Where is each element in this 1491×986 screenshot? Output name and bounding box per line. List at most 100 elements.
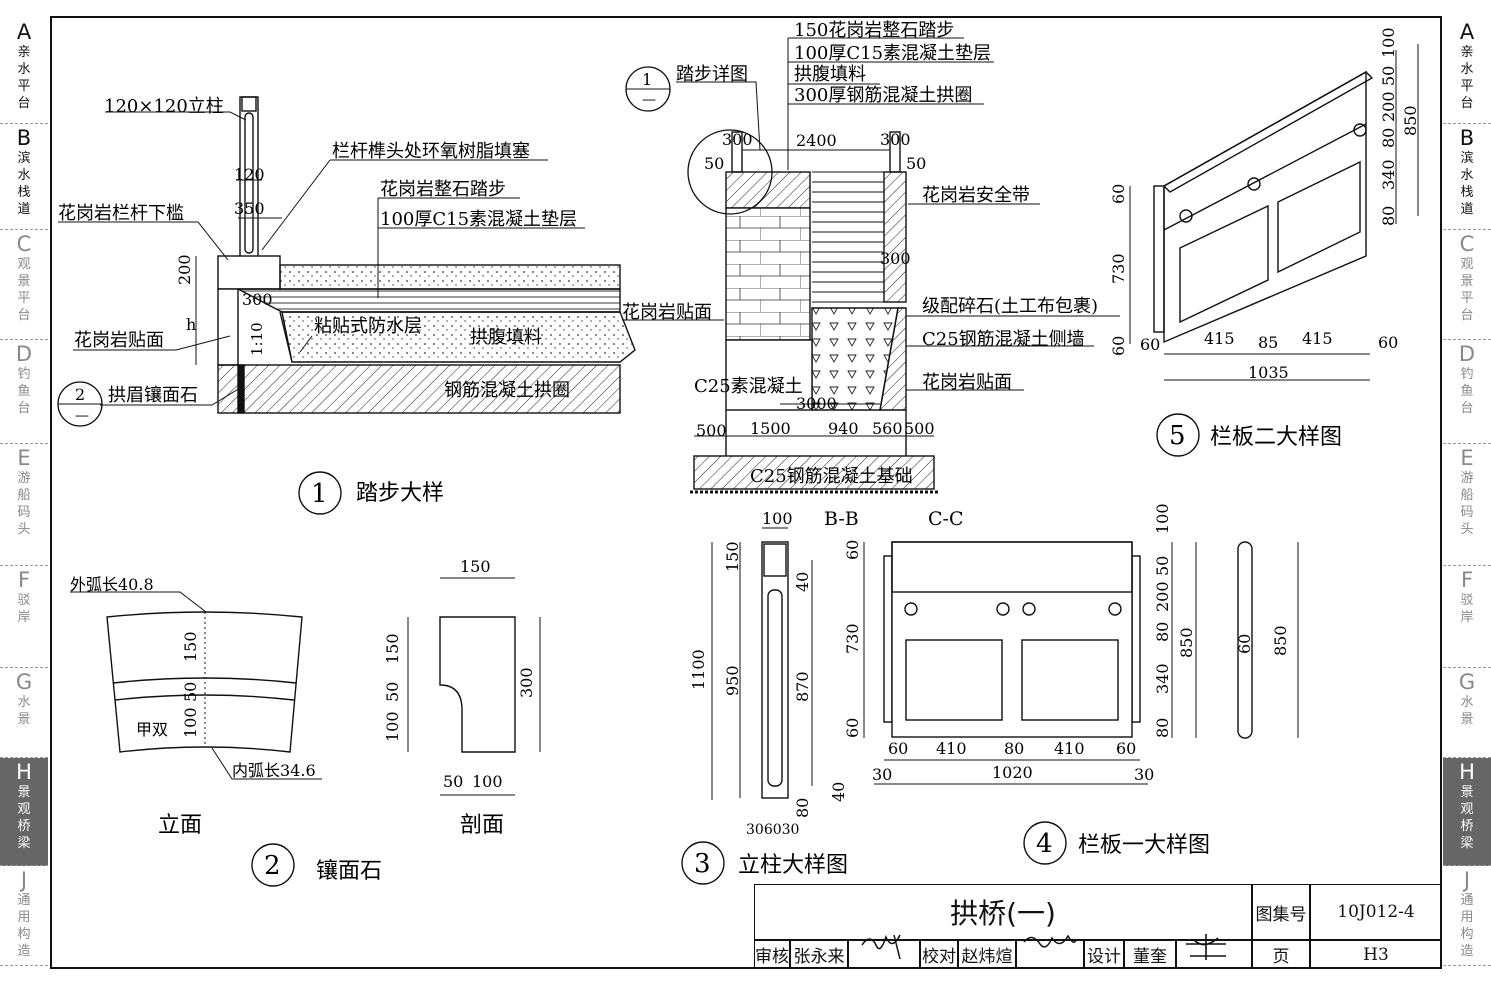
d1-dim-h: h (186, 315, 196, 334)
d2-dim-w150: 150 (460, 557, 491, 576)
tab-label: 景观桥梁 (1460, 785, 1474, 851)
d1-dim-300: 300 (242, 290, 273, 309)
d3-dim-1100: 1100 (689, 649, 708, 690)
detail4-panel-drawing (863, 541, 1299, 785)
d3-dim-870: 870 (793, 671, 812, 702)
tab-label: 游船码头 (17, 471, 31, 537)
tab-letter: B (1459, 126, 1475, 150)
d4-dim-w60a: 60 (888, 739, 908, 758)
bs-section-bb: B-B (824, 508, 859, 530)
bs-label-safety: 花岗岩安全带 (922, 185, 1030, 206)
d1-label-rail-sill: 花岗岩栏杆下槛 (58, 203, 184, 224)
tab-letter: A (16, 20, 32, 44)
tab-label: 通用构造 (17, 893, 31, 959)
d1-ref-sub: — (75, 408, 89, 424)
d3-dim-100: 100 (762, 509, 793, 528)
d5-dim-730: 730 (1109, 253, 1128, 284)
d4-number-circle (1023, 821, 1067, 865)
atlas-number: 10J012-4 (1310, 884, 1442, 940)
d2-number-circle (251, 843, 295, 887)
d4-dim-w80: 80 (1004, 739, 1024, 758)
d4-dim-w30a: 30 (872, 765, 892, 784)
bs-dim-500b: 500 (904, 419, 935, 438)
d1-label-veneer: 花岗岩贴面 (74, 330, 164, 351)
bs-dim-2400: 2400 (796, 131, 837, 150)
d4-dim-w60b: 60 (1116, 739, 1136, 758)
d5-dim-w1035: 1035 (1248, 363, 1289, 382)
bs-ref-label: 踏步详图 (676, 64, 748, 85)
tab-letter: F (1460, 568, 1474, 592)
d2-sect-50: 50 (383, 682, 402, 702)
bs-dim-50a: 50 (704, 154, 724, 173)
d4-dim-s850: 850 (1271, 625, 1290, 656)
designer-signature (1186, 934, 1226, 960)
designer-signature-cell (1176, 940, 1252, 969)
bs-label-cushion: 100厚C15素混凝土垫层 (794, 43, 991, 64)
d2-outer-arc: 外弧长40.8 (70, 575, 154, 594)
d5-dim-w60b: 60 (1378, 333, 1398, 352)
d1-title: 踏步大样 (356, 481, 444, 506)
tab-letter: A (1459, 20, 1475, 44)
d5-dim-60b: 60 (1109, 336, 1128, 356)
detail3-post-drawing (711, 527, 813, 800)
d1-label-epoxy: 栏杆榫头处环氧树脂填塞 (332, 141, 530, 162)
d1-ref-number: 2 (75, 385, 85, 404)
tab-letter: B (16, 126, 32, 150)
d1-dim-slope: 1:10 (248, 322, 266, 356)
d4-dim-r100: 100 (1153, 503, 1172, 534)
d5-dim-r850: 850 (1401, 105, 1420, 136)
d5-dim-w60a: 60 (1140, 335, 1160, 354)
d2-section-label: 剖面 (460, 813, 504, 838)
title-block: 拱桥(一) 图集号 10J012-4 审核 张永来 校对 赵炜煊 设计 董奎 页… (754, 884, 1442, 969)
d5-dim-60: 60 (1109, 184, 1128, 204)
tab-label: 水景 (1460, 695, 1474, 727)
d2-number: 2 (264, 851, 281, 881)
detail1-step-drawing (57, 96, 636, 427)
bridge-section-drawing (622, 37, 1120, 494)
d2-mark: 甲双 (136, 720, 168, 739)
d4-title: 栏板一大样图 (1078, 833, 1210, 858)
tab-letter: J (1463, 868, 1471, 892)
bs-dim-560: 560 (872, 419, 903, 438)
bs-label-gravel: 级配碎石(土工布包裹) (922, 296, 1098, 317)
d4-dim-r340: 340 (1153, 663, 1172, 694)
bs-dim-50b: 50 (906, 154, 926, 173)
tab-letter: C (16, 232, 32, 256)
d5-dim-r80a: 80 (1379, 128, 1398, 148)
d4-dim-w1020: 1020 (992, 763, 1033, 782)
tab-letter: J (20, 868, 28, 892)
d5-number: 5 (1169, 421, 1186, 451)
d5-dim-r100: 100 (1379, 27, 1398, 58)
reviewer-name: 张永来 (790, 940, 848, 969)
d4-number: 4 (1036, 829, 1053, 859)
tab-letter: E (17, 446, 31, 470)
d1-label-facing: 拱眉镶面石 (108, 385, 198, 406)
d5-number-circle (1156, 413, 1200, 457)
d2-dim-b100: 100 (472, 772, 503, 791)
d1-label-arch: 钢筋混凝土拱圈 (444, 380, 570, 401)
tab-letter: G (15, 670, 33, 694)
tab-letter: H (1459, 760, 1475, 784)
tab-letter: C (1459, 232, 1475, 256)
tab-label: 亲水平台 (17, 45, 31, 111)
